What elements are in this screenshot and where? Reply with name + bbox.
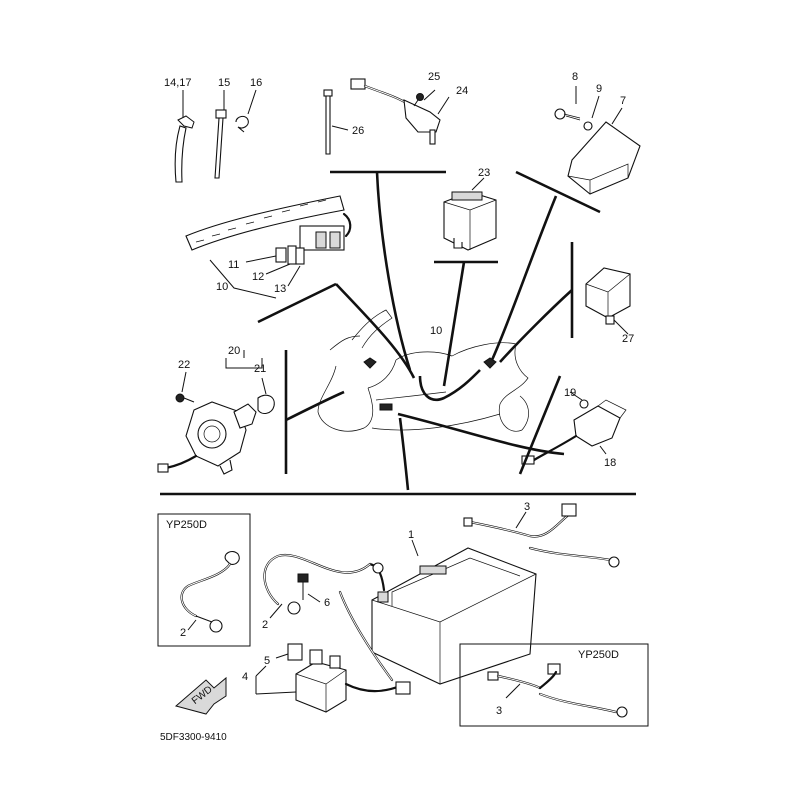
bolt-6 [297,573,321,603]
label-27: 27 [622,333,634,345]
fuel-pump-18 [521,391,627,465]
label-11: 11 [228,259,239,271]
sensor-24 [350,78,450,145]
variant-label-left: YP250D [166,519,207,531]
label-4: 4 [242,671,248,683]
fwd-arrow-icon [174,676,227,715]
label-10-body: 10 [430,325,442,337]
label-13: 13 [274,283,286,295]
label-1: 1 [408,529,414,541]
scooter-outline [317,309,529,432]
starter-relay-4 [255,590,411,713]
label-2-variant: 2 [180,627,186,639]
label-22: 22 [178,359,190,371]
washer-9 [583,95,600,131]
label-12: 12 [252,271,264,283]
variant-box-left [157,513,251,647]
cable-tie-26 [323,89,349,155]
label-25: 25 [428,71,440,83]
label-24: 24 [456,85,468,97]
label-18: 18 [604,457,616,469]
label-2-main: 2 [262,619,268,631]
variant-box-right [459,643,649,727]
fuse-5 [275,643,303,661]
label-8: 8 [572,71,578,83]
label-15: 15 [218,77,230,89]
starter-lead-2 [263,553,384,619]
label-21: 21 [254,363,266,375]
label-3-variant: 3 [496,705,502,717]
label-3-top: 3 [524,501,530,513]
relay-27 [585,267,631,335]
fuse-11-13 [245,245,305,287]
label-10-harness: 10 [216,281,228,293]
bolt-25 [413,93,424,107]
label-5: 5 [264,655,270,667]
label-6: 6 [324,597,330,609]
label-20: 20 [228,345,240,357]
label-16: 16 [250,77,262,89]
label-23: 23 [478,167,490,179]
label-9: 9 [596,83,602,95]
label-7: 7 [620,95,626,107]
label-14-17: 14,17 [164,77,192,89]
bolt-8 [554,86,581,121]
wire-harness-10 [185,195,352,251]
label-26: 26 [352,125,364,137]
part-23 [443,177,497,251]
variant-label-right: YP250D [578,649,619,661]
battery-1 [368,539,537,685]
cable-tie-14-17 [174,90,195,183]
label-19: 19 [564,387,576,399]
battery-lead-3 [463,503,620,568]
cable-tie-15 [214,90,227,179]
tail-lamp-group [157,350,275,475]
drawing-code: 5DF3300-9410 [160,732,227,743]
clip-16 [235,89,257,133]
control-unit-7 [567,107,641,195]
